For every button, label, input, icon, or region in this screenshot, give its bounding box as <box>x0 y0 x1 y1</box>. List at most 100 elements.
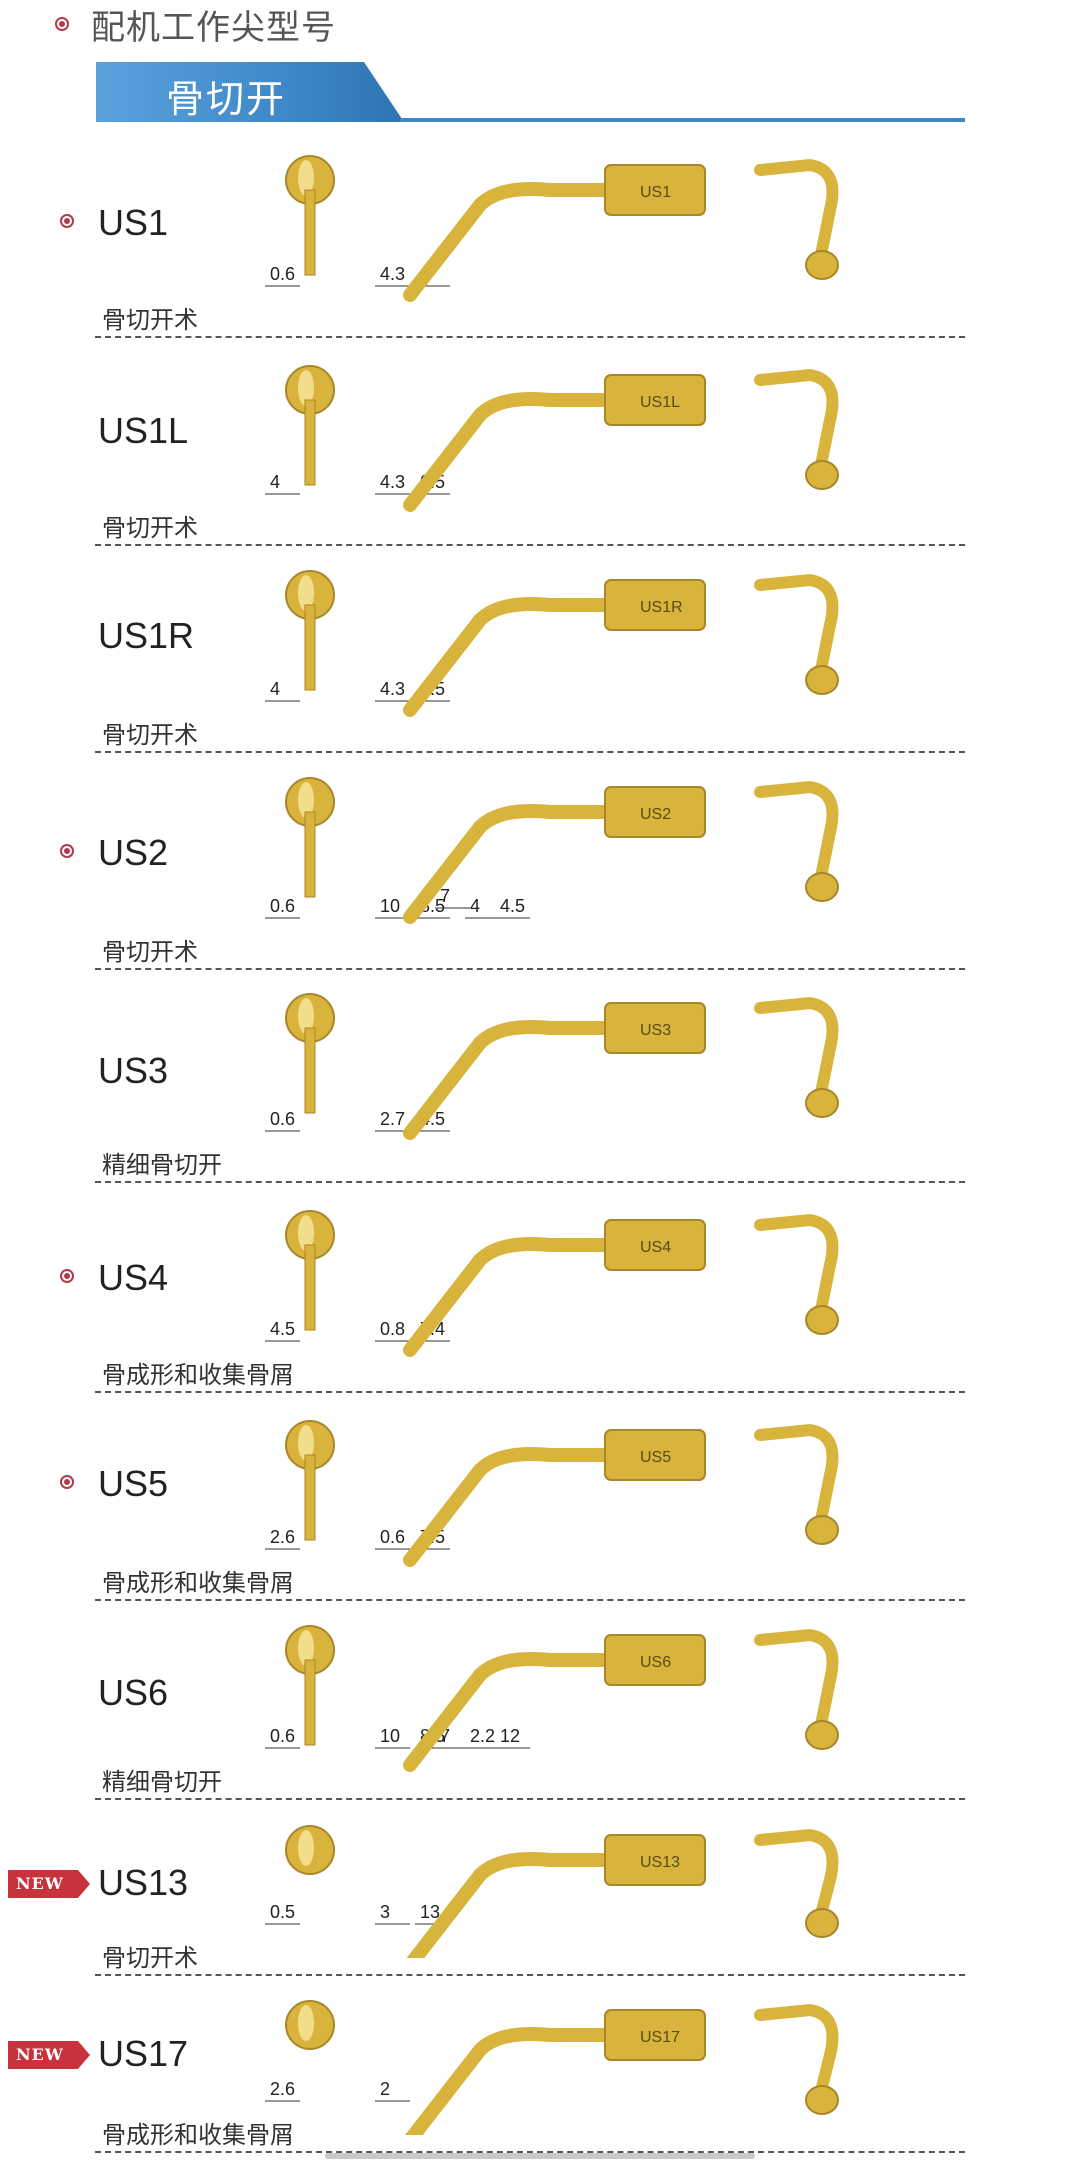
side-view: US13 <box>406 1834 706 1958</box>
front-view-shaft <box>304 1027 316 1114</box>
perspective-body <box>754 1828 839 1924</box>
page-header: 配机工作尖型号 <box>55 0 336 48</box>
side-view: US1L <box>403 374 706 512</box>
new-badge-label: NEW <box>16 2045 64 2064</box>
dimension-label: 4.3 <box>380 472 405 492</box>
side-view: US4 <box>403 1219 706 1357</box>
side-view-body <box>405 2027 617 2135</box>
tip-caption: 骨切开术 <box>102 938 198 966</box>
new-badge-label: NEW <box>16 1874 64 1893</box>
home-indicator[interactable] <box>325 2153 755 2159</box>
front-view-highlight <box>298 1830 314 1866</box>
dimension-label: 2.2 <box>470 1726 495 1746</box>
front-view <box>285 570 335 691</box>
tip-caption: 骨成形和收集骨屑 <box>102 1361 294 1389</box>
dimension-label: 0.6 <box>270 896 295 916</box>
shank-label: US17 <box>640 2029 680 2046</box>
shank-label: US1R <box>640 599 683 616</box>
tip-code: US5 <box>98 1463 169 1504</box>
front-view-highlight <box>298 370 314 406</box>
tip-caption: 骨切开术 <box>102 306 198 334</box>
new-badge: NEW <box>8 2041 90 2069</box>
shank-label: US4 <box>640 1239 671 1256</box>
section-title: 骨切开 <box>166 77 287 121</box>
perspective-view <box>754 1628 839 1750</box>
side-view: US1R <box>403 579 706 717</box>
tip-code: US1L <box>98 410 189 451</box>
perspective-view <box>754 1828 839 1938</box>
dimension-label: 7 <box>440 886 450 906</box>
perspective-collar <box>805 872 839 902</box>
perspective-body <box>754 1628 839 1736</box>
shank-label: US13 <box>640 1854 680 1871</box>
row-divider <box>95 1181 965 1183</box>
front-view <box>285 1210 335 1331</box>
dimension-label: 0.6 <box>270 1109 295 1129</box>
side-view-shank <box>604 2009 706 2061</box>
tip-code: US17 <box>98 2033 189 2074</box>
bullet-icon <box>60 1269 74 1283</box>
bullet-icon <box>60 844 74 858</box>
perspective-view <box>754 573 839 695</box>
dimension-label: 13 <box>420 1902 440 1922</box>
side-view: US6 <box>403 1634 706 1772</box>
dimension-label: 10 <box>380 896 400 916</box>
dimension-label: 7 <box>440 1726 450 1746</box>
perspective-view <box>754 368 839 490</box>
dimension-label: 4 <box>470 896 480 916</box>
front-view-highlight <box>298 1425 314 1461</box>
dimension-label: 0.6 <box>270 264 295 284</box>
side-view: US5 <box>403 1429 706 1567</box>
perspective-view <box>754 996 839 1118</box>
side-view-body <box>403 1237 617 1357</box>
dimension-label: 3 <box>380 1902 390 1922</box>
row-divider <box>95 1798 965 1800</box>
tip-caption: 骨切开术 <box>102 514 198 542</box>
perspective-view <box>754 1423 839 1545</box>
front-view-highlight <box>298 160 314 196</box>
shank-label: US5 <box>640 1449 671 1466</box>
tip-code: US2 <box>98 832 169 873</box>
dimension-label: 10 <box>380 1726 400 1746</box>
front-view <box>285 2000 335 2050</box>
tip-code: US3 <box>98 1050 169 1091</box>
front-view-shaft <box>304 1244 316 1331</box>
front-view-highlight <box>298 1215 314 1251</box>
tip-caption: 精细骨切开 <box>102 1768 222 1796</box>
perspective-collar <box>805 460 839 490</box>
side-view-shank <box>604 579 706 631</box>
tip-code: US1 <box>98 202 169 243</box>
row-divider <box>95 2151 965 2153</box>
front-view <box>285 1625 335 1746</box>
front-view <box>285 1825 335 1875</box>
side-view-shank <box>604 164 706 216</box>
perspective-body <box>754 780 839 888</box>
perspective-collar <box>805 665 839 695</box>
tip-code: US4 <box>98 1257 169 1298</box>
side-view-shank <box>604 1634 706 1686</box>
front-view-highlight <box>298 998 314 1034</box>
dimension-label: 4 <box>270 679 280 699</box>
tip-caption: 骨切开术 <box>102 721 198 749</box>
shank-label: US3 <box>640 1022 671 1039</box>
tip-code: US13 <box>98 1862 189 1903</box>
row-divider <box>95 751 965 753</box>
shank-label: US2 <box>640 806 671 823</box>
section-tab-shape <box>96 62 404 122</box>
dimension-label: 0.8 <box>380 1319 405 1339</box>
dimension-label: 2.6 <box>270 2079 295 2099</box>
perspective-collar <box>805 1908 839 1938</box>
